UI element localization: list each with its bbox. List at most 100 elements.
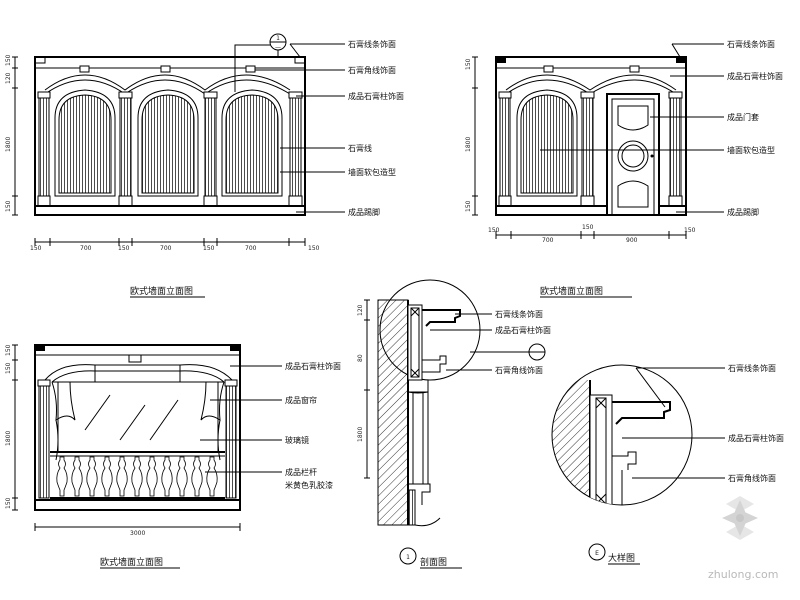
v2-label-4: 成品踢脚 — [727, 207, 759, 217]
v1-outline — [34, 56, 306, 216]
baluster — [176, 456, 188, 497]
v2-pilasters — [498, 91, 683, 207]
v3-dim-left-0: 150 — [5, 344, 12, 356]
dE-label-2: 石膏角线饰面 — [728, 473, 776, 483]
v3-label-4: 米黄色乳胶漆 — [285, 480, 333, 490]
v2-dim-bottom-4: 150 — [684, 227, 696, 234]
d1-label-0: 石膏线条饰面 — [495, 309, 543, 319]
v3-annotations: 成品石膏柱饰面 成品窗帘 玻璃镜 成品栏杆 米黄色乳胶漆 — [285, 361, 341, 490]
v1-label-1: 石膏角线饰面 — [348, 65, 396, 75]
section-marker-bottom: — — [275, 44, 281, 51]
v3-label-0: 成品石膏柱饰面 — [285, 361, 341, 371]
d1-dim-left-1: 80 — [357, 354, 364, 362]
v1-title: 欧式墙面立面图 — [130, 285, 193, 297]
d1-label-1: 成品石膏柱饰面 — [495, 325, 551, 335]
v1-annotations: 石膏线条饰面 石膏角线饰面 成品石膏柱饰面 石膏线 墙面软包造型 成品踢脚 — [348, 39, 404, 217]
v1-label-4: 墙面软包造型 — [348, 167, 396, 177]
v1-dim-left-3: 150 — [5, 200, 12, 212]
v2-dimensions: 150 1800 150 150 700 150 900 150 — [465, 58, 696, 244]
elevation-view-3: 成品石膏柱饰面 成品窗帘 玻璃镜 成品栏杆 米黄色乳胶漆 150 150 180… — [5, 344, 341, 569]
v3-dim-left-3: 150 — [5, 497, 12, 509]
dE-number: E — [595, 550, 599, 557]
v1-pilasters — [37, 91, 303, 207]
watermark-text: zhulong.com — [708, 568, 778, 581]
v1-label-2: 成品石膏柱饰面 — [348, 91, 404, 101]
v3-mirror — [57, 381, 219, 453]
baluster — [86, 456, 98, 497]
d1-dim-left-0: 120 — [357, 304, 364, 316]
watermark-logo-icon — [722, 496, 758, 540]
elevation-view-1: 1 — 石膏线条饰面 石膏角线饰面 成品石膏柱饰面 石膏线 墙面软包造型 成品踢… — [5, 33, 404, 298]
v3-label-3: 成品栏杆 — [285, 467, 317, 477]
v1-dim-bottom-6: 150 — [308, 245, 320, 252]
v3-dim-left-2: 1800 — [5, 431, 12, 446]
v3-curtains — [51, 381, 225, 461]
v2-door — [606, 93, 660, 216]
baluster — [56, 456, 68, 497]
section-marker: 1 — — [234, 33, 287, 92]
v2-dim-bottom-1: 700 — [542, 237, 554, 244]
v2-dim-bottom-0: 150 — [488, 227, 500, 234]
v3-title: 欧式墙面立面图 — [100, 556, 163, 568]
v2-label-2: 成品门套 — [727, 112, 759, 122]
v2-outline — [495, 56, 687, 216]
detail-section-1: 120 80 1800 石膏线条饰面 成品石膏柱饰面 石膏角线饰面 1 剖面图 — [357, 279, 551, 569]
v2-dim-left-0: 150 — [465, 58, 472, 70]
v2-dim-left-2: 150 — [465, 200, 472, 212]
v1-dim-bottom-4: 150 — [203, 245, 215, 252]
d1-dimension-lines — [364, 299, 370, 479]
v1-label-0: 石膏线条饰面 — [348, 39, 396, 49]
v1-dim-bottom-0: 150 — [30, 245, 42, 252]
v1-dim-bottom-2: 150 — [118, 245, 130, 252]
detail1-number-circle — [399, 547, 417, 565]
watermark: zhulong.com — [708, 496, 778, 581]
baluster — [131, 456, 143, 497]
d1-annotations: 石膏线条饰面 成品石膏柱饰面 石膏角线饰面 — [495, 309, 551, 375]
v1-label-3: 石膏线 — [348, 143, 372, 153]
v2-title: 欧式墙面立面图 — [540, 285, 603, 297]
v3-outline — [34, 344, 241, 511]
dE-title: 大样图 — [608, 552, 635, 564]
v3-label-2: 玻璃镜 — [285, 435, 309, 445]
v1-arched-panels — [54, 89, 283, 197]
v1-dimension-lines — [12, 56, 306, 246]
v1-dimensions: 150 120 1800 150 150 700 150 700 150 700… — [5, 54, 320, 252]
baluster — [161, 456, 173, 497]
v2-dim-bottom-2: 150 — [582, 224, 594, 231]
v3-label-1: 成品窗帘 — [285, 395, 317, 405]
baluster — [191, 456, 203, 497]
detailE-number-circle — [588, 543, 606, 561]
v1-dim-left-1: 120 — [5, 72, 12, 84]
v1-dim-left-2: 1800 — [5, 137, 12, 152]
section-marker-top: 1 — [276, 35, 280, 42]
v1-dim-bottom-1: 700 — [80, 245, 92, 252]
d1-number: 1 — [406, 554, 410, 561]
v1-dim-left-0: 150 — [5, 54, 12, 66]
v3-dimensions: 150 150 1800 150 3000 — [5, 344, 145, 537]
v1-dim-bottom-3: 700 — [160, 245, 172, 252]
baluster — [71, 456, 83, 497]
baluster — [116, 456, 128, 497]
baluster — [146, 456, 158, 497]
v3-dim-bottom: 3000 — [130, 530, 145, 537]
dE-label-1: 成品石膏柱饰面 — [728, 433, 784, 443]
v2-annotations: 石膏线条饰面 成品石膏柱饰面 成品门套 墙面软包造型 成品踢脚 — [727, 39, 783, 217]
v2-label-1: 成品石膏柱饰面 — [727, 71, 783, 81]
dE-annotations: 石膏线条饰面 成品石膏柱饰面 石膏角线饰面 — [728, 363, 784, 483]
v2-dim-bottom-3: 900 — [626, 237, 638, 244]
v2-label-3: 墙面软包造型 — [727, 145, 775, 155]
v1-label-5: 成品踢脚 — [348, 207, 380, 217]
d1-dim-left-2: 1800 — [357, 427, 364, 442]
elevation-view-2: 石膏线条饰面 成品石膏柱饰面 成品门套 墙面软包造型 成品踢脚 150 1800… — [465, 39, 783, 298]
baluster — [206, 456, 218, 497]
v3-dimension-lines — [12, 344, 241, 531]
v2-dimension-lines — [472, 56, 687, 239]
d1-title: 剖面图 — [420, 556, 447, 568]
v3-balustrade — [50, 451, 225, 499]
dE-label-0: 石膏线条饰面 — [728, 363, 776, 373]
baluster — [101, 456, 113, 497]
d1-label-2: 石膏角线饰面 — [495, 365, 543, 375]
v1-dim-bottom-5: 700 — [245, 245, 257, 252]
v2-label-0: 石膏线条饰面 — [727, 39, 775, 49]
